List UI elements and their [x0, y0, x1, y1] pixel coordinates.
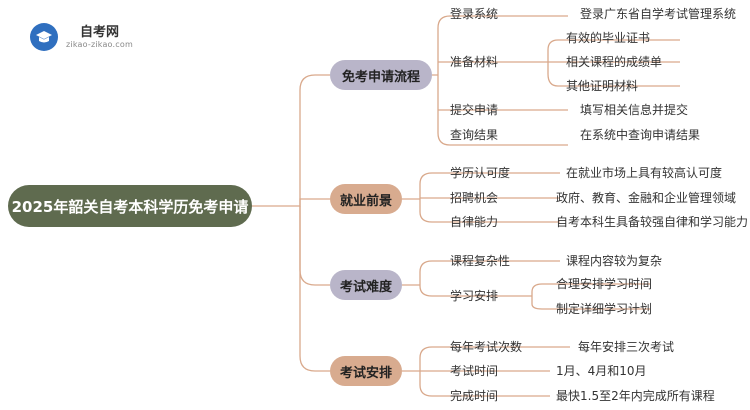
leaf-query-result: 在系统中查询申请结果: [580, 128, 701, 142]
leaf-fastest-completion: 最快1.5至2年内完成所有课程: [556, 389, 715, 403]
connector-root-1: [252, 74, 330, 207]
leaf-transcript: 相关课程的成绩单: [566, 55, 663, 69]
category-exam-schedule[interactable]: 考试安排: [330, 356, 402, 386]
logo-name: 自考网: [80, 25, 120, 40]
connector-l2: [520, 39, 680, 87]
connector-c1: [432, 15, 451, 146]
connector-c2: [402, 172, 540, 223]
item-prepare-materials[interactable]: 准备材料: [450, 55, 499, 69]
item-study-arrangement[interactable]: 学习安排: [450, 289, 499, 303]
graduation-cap-icon: [36, 31, 52, 43]
leaf-fill-and-submit: 填写相关信息并提交: [580, 103, 689, 117]
item-self-discipline[interactable]: 自律能力: [450, 215, 499, 229]
leaf-other-proof: 其他证明材料: [566, 79, 639, 93]
connector-c4: [402, 346, 560, 397]
leaf-make-plan: 制定详细学习计划: [556, 302, 653, 316]
item-degree-recognition[interactable]: 学历认可度: [450, 166, 511, 180]
category-exemption-process[interactable]: 免考申请流程: [330, 60, 432, 90]
item-check-result[interactable]: 查询结果: [450, 128, 499, 142]
leaf-complex-content: 课程内容较为复杂: [566, 254, 663, 268]
item-completion-time[interactable]: 完成时间: [450, 389, 499, 403]
root-node[interactable]: 2025年韶关自考本科学历免考申请: [8, 185, 252, 227]
item-job-opportunities[interactable]: 招聘机会: [450, 191, 499, 205]
connector-c3-leaves: [520, 260, 650, 310]
item-exams-per-year[interactable]: 每年考试次数: [450, 340, 523, 354]
connector-c3: [402, 260, 540, 297]
connector-c1-items: [438, 15, 520, 146]
category-employment-prospects[interactable]: 就业前景: [330, 184, 402, 214]
leaf-diploma: 有效的毕业证书: [566, 31, 651, 45]
category-exam-difficulty[interactable]: 考试难度: [330, 270, 402, 300]
leaf-arrange-time: 合理安排学习时间: [556, 277, 653, 291]
connector-c2-leaves: [540, 172, 560, 223]
connector-c4-leaves: [540, 346, 570, 397]
item-submit-application[interactable]: 提交申请: [450, 103, 499, 117]
connector-root-2: [299, 198, 330, 206]
leaf-three-exams: 每年安排三次考试: [578, 340, 675, 354]
item-course-complexity[interactable]: 课程复杂性: [450, 254, 511, 268]
leaf-fields: 政府、教育、金融和企业管理领域: [556, 191, 737, 205]
item-exam-time[interactable]: 考试时间: [450, 364, 499, 378]
site-logo[interactable]: 自考网 zikao-zikao.com: [30, 18, 140, 54]
leaf-exam-months: 1月、4月和10月: [556, 364, 647, 378]
item-login-system[interactable]: 登录系统: [450, 7, 499, 21]
logo-url: zikao-zikao.com: [66, 40, 133, 49]
leaf-high-recognition: 在就业市场上具有较高认可度: [566, 166, 723, 180]
leaf-login-guangdong-system: 登录广东省自学考试管理系统: [580, 7, 737, 21]
leaf-strong-discipline: 自考本科生具备较强自律和学习能力: [556, 215, 749, 229]
connector-root-3: [299, 206, 330, 286]
connector-root-4: [299, 206, 330, 372]
